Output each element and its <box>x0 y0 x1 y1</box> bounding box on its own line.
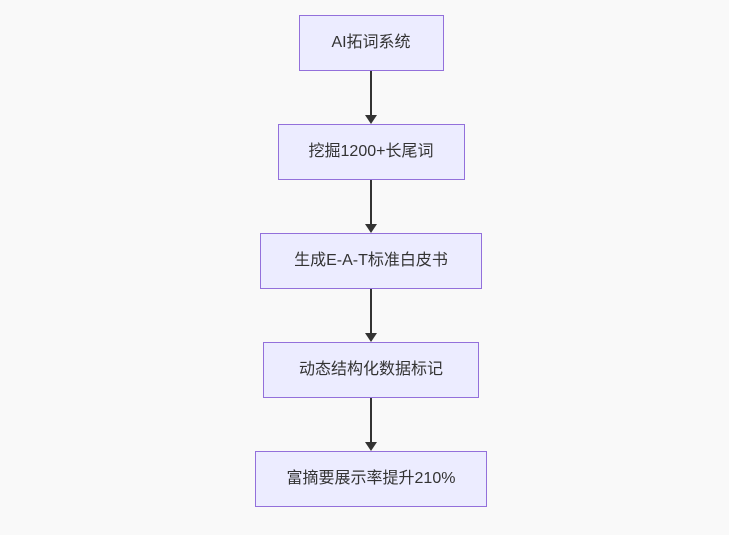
arrow-shaft <box>370 71 372 115</box>
arrow-connector <box>365 180 377 233</box>
flowchart: AI拓词系统 挖掘1200+长尾词 生成E-A-T标准白皮书 动态结构化数据标记… <box>255 15 487 507</box>
arrow-connector <box>365 289 377 342</box>
flow-node-rich-snippet-rate: 富摘要展示率提升210% <box>255 451 487 507</box>
arrowhead-icon <box>365 224 377 233</box>
flow-node-label: 富摘要展示率提升210% <box>286 470 456 488</box>
flow-node-eat-whitepaper: 生成E-A-T标准白皮书 <box>260 233 482 289</box>
flow-node-longtail-mining: 挖掘1200+长尾词 <box>277 124 465 180</box>
arrowhead-icon <box>365 115 377 124</box>
arrow-connector <box>365 398 377 451</box>
flow-node-label: 动态结构化数据标记 <box>298 361 443 379</box>
arrowhead-icon <box>365 333 377 342</box>
arrow-shaft <box>370 289 372 333</box>
flow-node-label: AI拓词系统 <box>331 34 411 52</box>
flow-node-ai-keyword-system: AI拓词系统 <box>298 15 444 71</box>
flow-node-structured-data-markup: 动态结构化数据标记 <box>263 342 479 398</box>
flow-node-label: 挖掘1200+长尾词 <box>308 143 434 161</box>
flow-node-label: 生成E-A-T标准白皮书 <box>294 252 448 270</box>
arrow-shaft <box>370 180 372 224</box>
arrowhead-icon <box>365 442 377 451</box>
arrow-shaft <box>370 398 372 442</box>
arrow-connector <box>365 71 377 124</box>
